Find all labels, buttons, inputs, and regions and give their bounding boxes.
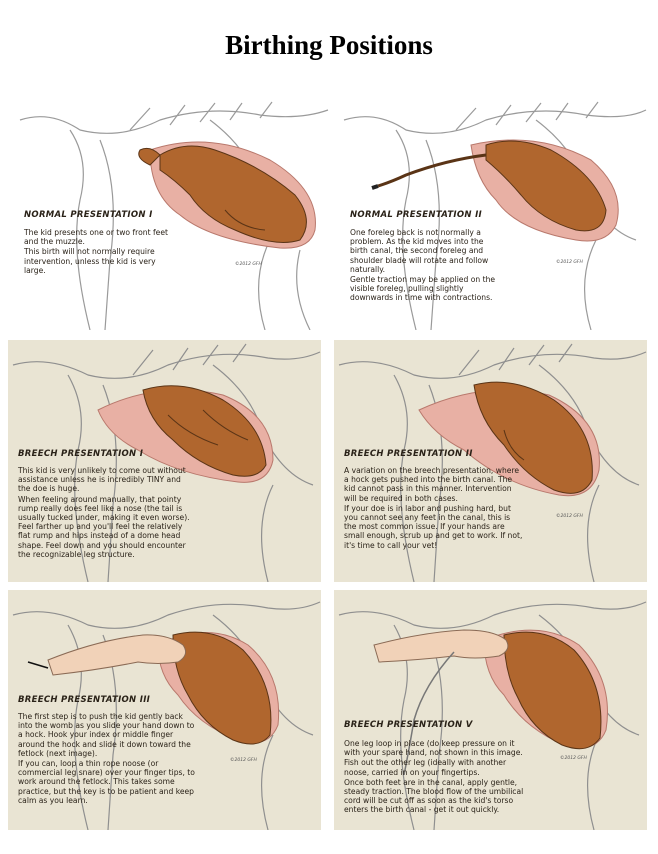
panel-paragraph: The kid presents one or two front feet a… [24, 228, 168, 247]
panel-paragraph: Fish out the other leg (ideally with ano… [344, 758, 507, 777]
kid-body [159, 145, 307, 243]
kid-body [473, 381, 593, 494]
panel-body: One foreleg back is not normally a probl… [350, 228, 500, 304]
panel-heading: Breech Presentation I [18, 449, 144, 459]
panel-heading: Breech Presentation II [344, 449, 473, 459]
panel-paragraph: The first step is to push the kid gently… [18, 712, 195, 758]
panel-body: This kid is very unlikely to come out wi… [18, 466, 193, 560]
panel-heading: Breech Presentation V [344, 720, 473, 730]
rope-noose [403, 651, 455, 776]
panel-breech-presentation-2: Breech Presentation II A variation on th… [334, 340, 647, 582]
panel-breech-presentation-3: Breech Presentation III The first step i… [8, 590, 321, 830]
panel-body: The first step is to push the kid gently… [18, 712, 198, 806]
panel-breech-presentation-5: Breech Presentation V One leg loop in pl… [334, 590, 647, 830]
artist-signature: ©2012 GFH [556, 260, 583, 265]
panel-paragraph: When feeling around manually, that point… [18, 494, 190, 559]
panel-paragraph: One foreleg back is not normally a probl… [350, 228, 489, 274]
normal-presentation-1-illustration [19, 101, 329, 330]
panel-normal-presentation-2: Normal Presentation II One foreleg back … [336, 100, 648, 330]
panel-paragraph: Once both feet are in the canal, apply g… [344, 777, 524, 815]
panel-heading: Normal Presentation I [24, 210, 153, 220]
panel-paragraph: A variation on the breech presentation, … [344, 466, 520, 503]
kid-body [503, 631, 602, 750]
kid-body [172, 631, 272, 745]
artist-signature: ©2012 GFH [560, 756, 587, 761]
panel-normal-presentation-1: Normal Presentation I The kid presents o… [10, 100, 330, 330]
panel-paragraph: This birth will not normally require int… [24, 247, 156, 275]
panel-paragraph: This kid is very unlikely to come out wi… [18, 466, 186, 494]
panel-body: One leg loop in place (do keep pressure … [344, 739, 529, 816]
panel-paragraph: Gentle traction may be applied on the vi… [350, 275, 496, 303]
panel-body: The kid presents one or two front feet a… [24, 228, 169, 276]
panel-heading: Breech Presentation III [18, 695, 151, 705]
kid-body [485, 140, 607, 232]
artist-signature: ©2012 GFH [556, 514, 583, 519]
normal-presentation-2-illustration [343, 101, 647, 330]
breech-presentation-5-illustration [338, 601, 647, 830]
artist-signature: ©2012 GFH [230, 758, 257, 763]
breech-presentation-1-illustration [12, 343, 321, 582]
panel-breech-presentation-1: Breech Presentation I This kid is very u… [8, 340, 321, 582]
page-title: Birthing Positions [225, 30, 433, 60]
hand-arm [47, 634, 187, 676]
panel-body: A variation on the breech presentation, … [344, 466, 524, 551]
kid-body [142, 385, 267, 477]
panel-paragraph: If you can, loop a thin rope noose (or c… [18, 759, 195, 805]
panel-paragraph: If your doe is in labor and pushing hard… [344, 503, 523, 550]
panel-paragraph: One leg loop in place (do keep pressure … [344, 739, 523, 758]
breech-presentation-2-illustration [338, 343, 647, 582]
panel-heading: Normal Presentation II [350, 210, 483, 220]
artist-signature: ©2012 GFH [235, 262, 262, 267]
hand-arm [373, 629, 509, 663]
kid-foreleg [377, 153, 487, 188]
breech-presentation-3-illustration [12, 601, 321, 830]
